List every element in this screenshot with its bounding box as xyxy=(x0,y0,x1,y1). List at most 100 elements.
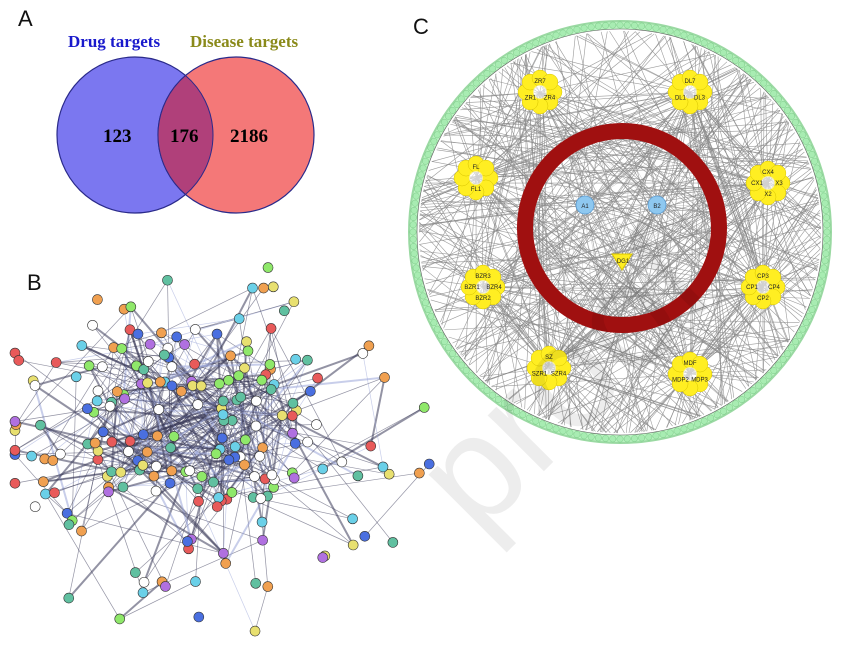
herb-node xyxy=(764,268,782,286)
target-node xyxy=(732,56,740,64)
panel-label-b: B xyxy=(27,270,42,295)
network-edge xyxy=(421,200,718,213)
network-edge xyxy=(548,346,786,369)
center-node-a1 xyxy=(575,195,595,215)
ppi-edge xyxy=(68,482,171,599)
ppi-node xyxy=(254,450,266,462)
target-node xyxy=(433,131,441,139)
ppi-node xyxy=(265,323,277,334)
ppi-edge xyxy=(54,471,112,494)
target-node xyxy=(449,106,456,114)
target-node xyxy=(412,264,420,272)
ppi-node xyxy=(418,402,430,413)
target-node xyxy=(412,192,420,200)
target-node xyxy=(638,22,646,30)
panel-label-a: A xyxy=(18,6,33,31)
target-node xyxy=(500,400,508,408)
ppi-node xyxy=(193,496,204,507)
ppi-node xyxy=(193,611,205,623)
ppi-node xyxy=(26,450,37,462)
network-edge xyxy=(475,177,705,415)
network-edge xyxy=(541,373,691,418)
ppi-node xyxy=(383,468,395,480)
target-node xyxy=(694,420,701,428)
herb-node-label: FL1 xyxy=(471,187,482,193)
target-node xyxy=(817,278,825,286)
ppi-node xyxy=(182,536,193,547)
target-node xyxy=(755,382,762,390)
ppi-edge xyxy=(68,412,95,525)
network-edge xyxy=(539,91,816,281)
ppi-edge xyxy=(169,476,202,484)
target-node xyxy=(813,164,821,172)
ppi-node xyxy=(89,437,101,449)
ppi-node xyxy=(159,349,170,361)
center-nodes: A1 B2 DG1 xyxy=(575,195,667,271)
ppi-node xyxy=(287,397,299,409)
network-edge xyxy=(584,147,659,206)
ppi-node xyxy=(143,356,154,367)
ppi-edge xyxy=(111,441,225,555)
target-node xyxy=(462,367,470,374)
network-edge xyxy=(454,118,682,306)
ppi-edge xyxy=(197,455,261,490)
ppi-edge xyxy=(223,459,230,554)
drug-targets-title: Drug targets xyxy=(68,32,160,51)
target-node xyxy=(594,22,602,30)
ppi-node xyxy=(357,348,369,359)
herb-cluster-center xyxy=(476,280,490,294)
target-node xyxy=(770,367,778,374)
ppi-node xyxy=(289,438,301,449)
herb-node xyxy=(541,73,559,91)
target-node xyxy=(744,65,751,73)
ppi-edge xyxy=(271,376,385,391)
target-node xyxy=(666,429,674,437)
ppi-edge xyxy=(260,415,283,499)
target-node xyxy=(792,338,799,346)
target-node xyxy=(817,178,825,186)
ppi-edge xyxy=(216,333,223,409)
ppi-node xyxy=(168,431,180,442)
ppi-node xyxy=(265,384,277,395)
network-edge xyxy=(476,132,639,374)
ppi-node xyxy=(305,385,316,397)
ppi-node xyxy=(148,470,160,482)
network-edge xyxy=(589,136,807,158)
ppi-node xyxy=(97,361,108,373)
network-edge xyxy=(584,204,701,268)
network-edge xyxy=(475,103,775,179)
target-node xyxy=(414,185,421,193)
target-node xyxy=(513,49,520,57)
target-node xyxy=(652,432,660,440)
network-edge xyxy=(687,156,809,162)
herb-node-label: BZR2 xyxy=(475,296,491,302)
ppi-node xyxy=(250,578,262,589)
ppi-edge xyxy=(110,406,224,416)
herb-node xyxy=(550,349,568,367)
ppi-node xyxy=(302,354,313,366)
target-node xyxy=(805,312,813,320)
ppi-node xyxy=(251,395,262,407)
ppi-edge xyxy=(137,318,240,335)
network-edge xyxy=(762,122,789,288)
network-edge xyxy=(584,204,637,315)
target-node xyxy=(659,431,667,438)
network-edge xyxy=(714,171,812,257)
target-node xyxy=(525,414,533,422)
ppi-node xyxy=(29,380,41,391)
network-edge xyxy=(420,197,530,212)
target-node xyxy=(414,271,421,279)
ppi-node xyxy=(192,399,204,410)
ppi-node xyxy=(213,492,224,503)
target-node xyxy=(755,74,762,82)
target-node xyxy=(552,425,560,433)
network-edge xyxy=(536,48,769,184)
target-node xyxy=(616,435,624,443)
ppi-edge xyxy=(171,366,199,405)
target-node xyxy=(726,404,734,411)
target-node xyxy=(799,131,807,139)
ppi-node xyxy=(153,404,165,415)
target-node xyxy=(749,387,757,394)
network-edge xyxy=(669,37,714,261)
